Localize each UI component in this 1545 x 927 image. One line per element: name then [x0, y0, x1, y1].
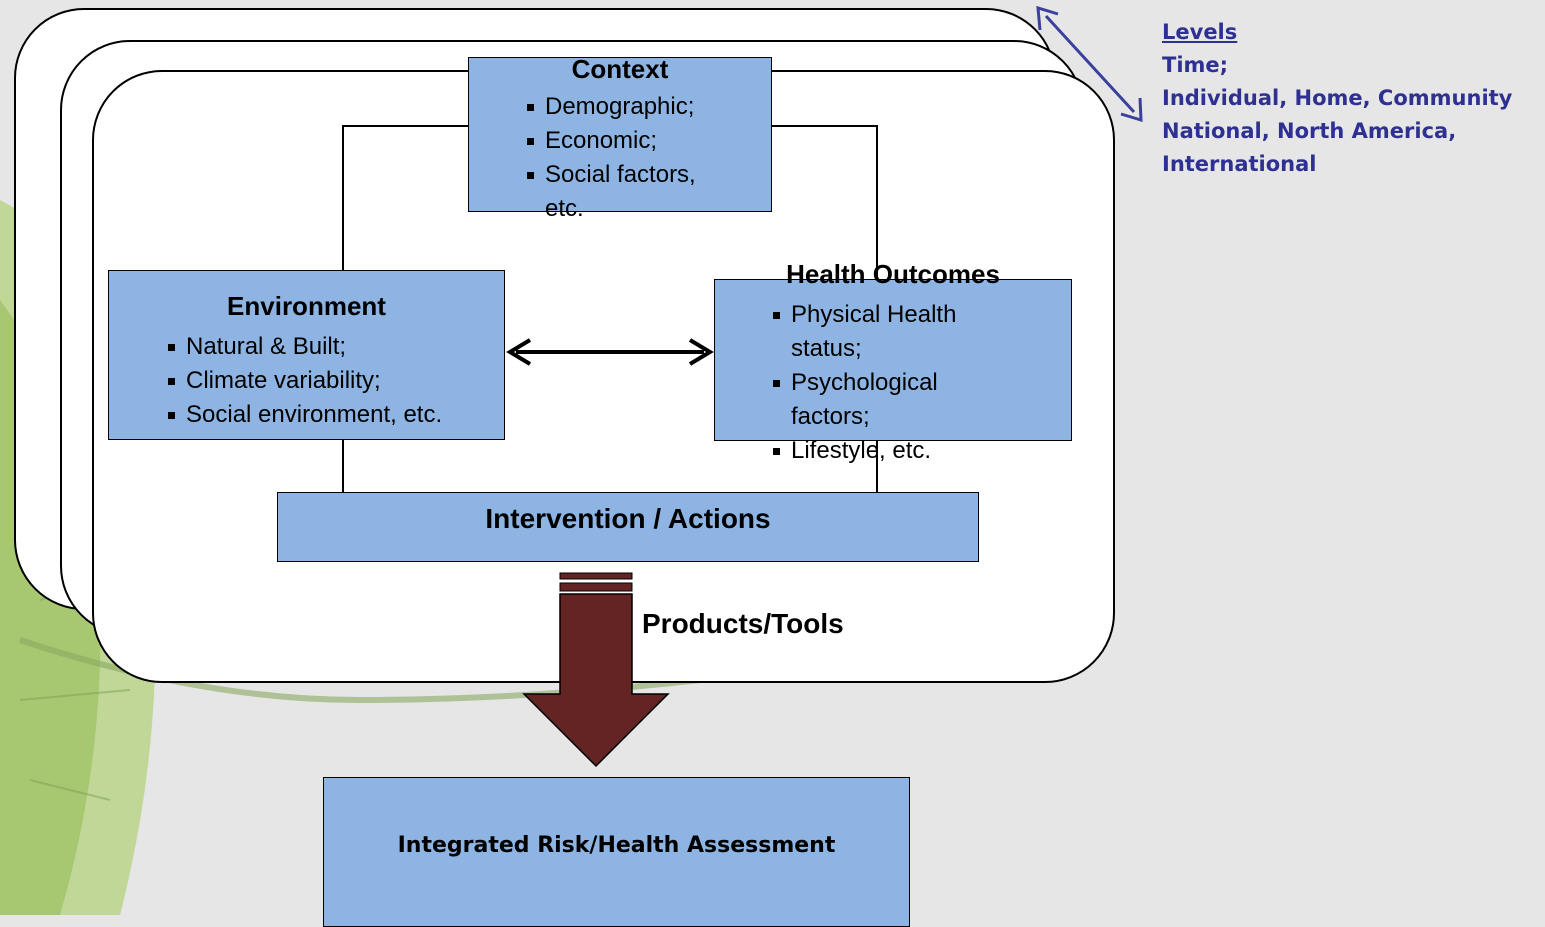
context-item: Economic;	[527, 124, 727, 158]
levels-line: Individual, Home, Community	[1162, 86, 1513, 110]
arrow-stripe-top	[559, 572, 633, 580]
environment-list: Natural & Built; Climate variability; So…	[168, 330, 498, 432]
levels-arrow	[1044, 14, 1136, 114]
levels-heading: Levels	[1162, 20, 1238, 44]
levels-legend: Levels Time; Individual, Home, Community…	[1162, 16, 1512, 181]
intervention-label: Intervention / Actions	[485, 503, 771, 534]
environment-item: Social environment, etc.	[168, 398, 498, 432]
levels-line: National, North America,	[1162, 119, 1457, 143]
arrow-stripe-mid	[559, 582, 633, 592]
levels-arrowhead-up-icon	[1036, 5, 1059, 31]
levels-line: International	[1162, 152, 1317, 176]
context-item: Social factors, etc.	[527, 158, 727, 226]
assessment-box: Integrated Risk/Health Assessment	[323, 777, 910, 927]
environment-item: Natural & Built;	[168, 330, 498, 364]
environment-item: Climate variability;	[168, 364, 498, 398]
levels-arrowhead-down-icon	[1120, 97, 1143, 123]
environment-title: Environment	[227, 291, 386, 321]
assessment-label: Integrated Risk/Health Assessment	[397, 833, 836, 858]
products-tools-label: Products/Tools	[642, 608, 844, 639]
products-down-arrow-icon	[522, 593, 670, 768]
arrowhead-left-icon	[506, 338, 532, 366]
health-outcomes-title: Health Outcomes	[786, 259, 1000, 289]
context-title: Context	[571, 54, 669, 84]
context-item: Demographic;	[527, 90, 727, 124]
connector-env-context	[342, 125, 468, 270]
context-box: Context Demographic; Economic; Social fa…	[468, 54, 772, 222]
intervention-box: Intervention / Actions	[277, 492, 979, 562]
levels-line: Time;	[1162, 53, 1229, 77]
health-outcomes-item: Physical Health status;	[773, 298, 1003, 366]
arrowhead-right-icon	[688, 338, 714, 366]
health-outcomes-box	[714, 279, 1072, 441]
connector-context-health	[772, 125, 878, 280]
health-outcomes-item: Psychological factors;	[773, 366, 1003, 434]
health-outcomes-item: Lifestyle, etc.	[773, 434, 1003, 468]
environment-box: Environment Natural & Built; Climate var…	[108, 270, 505, 440]
context-list: Demographic; Economic; Social factors, e…	[527, 90, 727, 226]
health-outcomes-list: Physical Health status; Psychological fa…	[773, 298, 1003, 468]
